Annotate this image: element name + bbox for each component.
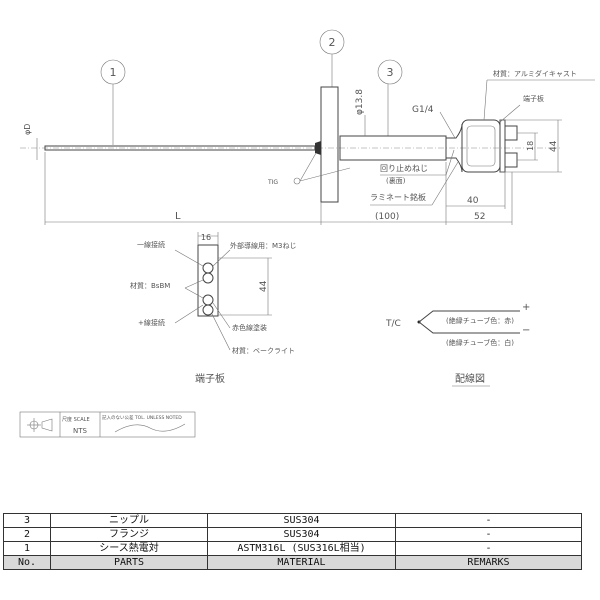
svg-text:L: L bbox=[175, 211, 181, 222]
svg-text:記入のない公差 TOL. UNLESS NOTED: 記入のない公差 TOL. UNLESS NOTED bbox=[102, 414, 182, 421]
svg-text:44: 44 bbox=[549, 140, 559, 152]
svg-text:+線接続: +線接続 bbox=[138, 318, 165, 327]
svg-text:(絶縁チューブ色：赤): (絶縁チューブ色：赤) bbox=[446, 316, 514, 325]
table-row: 3 ニップル SUS304 - bbox=[3, 513, 582, 528]
svg-text:回り止めねじ: 回り止めねじ bbox=[380, 163, 428, 173]
terminal-bottom bbox=[504, 152, 518, 168]
svg-text:−: − bbox=[522, 325, 530, 336]
cell-part: フランジ bbox=[50, 527, 208, 542]
cell-remarks: - bbox=[395, 541, 582, 556]
svg-text:材質：BsBM: 材質：BsBM bbox=[130, 281, 170, 290]
terminal-top bbox=[504, 125, 518, 141]
svg-text:φ13.8: φ13.8 bbox=[355, 89, 365, 115]
cell-no: 2 bbox=[3, 527, 51, 542]
cell-part: ニップル bbox=[50, 513, 208, 528]
svg-text:T/C: T/C bbox=[385, 319, 401, 329]
balloon-2: 2 bbox=[319, 29, 345, 87]
balloon-1: 1 bbox=[100, 59, 126, 145]
svg-text:(裏面): (裏面) bbox=[386, 176, 406, 185]
svg-text:1: 1 bbox=[110, 66, 117, 79]
svg-text:G1/4: G1/4 bbox=[412, 105, 434, 115]
svg-text:一線接続: 一線接続 bbox=[137, 240, 165, 249]
cell-remarks: - bbox=[395, 527, 582, 542]
title-block: 尺度 SCALE NTS 記入のない公差 TOL. UNLESS NOTED bbox=[19, 411, 196, 438]
svg-text:NTS: NTS bbox=[73, 427, 88, 435]
wiring-diagram: T/C + (絶縁チューブ色：赤) − (絶縁チューブ色：白) 配線図 bbox=[385, 302, 530, 387]
svg-text:44: 44 bbox=[259, 280, 269, 292]
svg-text:配線図: 配線図 bbox=[455, 372, 485, 385]
svg-text:赤色線塗装: 赤色線塗装 bbox=[232, 323, 267, 332]
svg-text:尺度 SCALE: 尺度 SCALE bbox=[62, 416, 90, 423]
svg-text:+: + bbox=[522, 302, 530, 313]
header-parts: PARTS bbox=[50, 555, 208, 570]
header-remarks: REMARKS bbox=[395, 555, 582, 570]
parts-table: 3 ニップル SUS304 - 2 フランジ SUS304 - 1 シース熱電対… bbox=[3, 513, 582, 570]
cell-material: ASTM316L (SUS316L相当) bbox=[207, 541, 396, 556]
cell-remarks: - bbox=[395, 513, 582, 528]
table-header: No. PARTS MATERIAL REMARKS bbox=[3, 555, 582, 570]
header-material: MATERIAL bbox=[207, 555, 396, 570]
svg-text:(絶縁チューブ色：白): (絶縁チューブ色：白) bbox=[446, 338, 514, 347]
main-view: φD L TIG φ13.8 G1/4 材質：アルミダイキャスト 端子板 回り止… bbox=[20, 69, 595, 225]
cell-no: 1 bbox=[3, 541, 51, 556]
svg-text:40: 40 bbox=[467, 196, 479, 206]
projection-symbol-icon bbox=[27, 418, 53, 432]
svg-text:52: 52 bbox=[474, 212, 485, 222]
svg-text:2: 2 bbox=[329, 36, 336, 49]
svg-text:材質：ベークライト: 材質：ベークライト bbox=[232, 346, 295, 355]
svg-text:(100): (100) bbox=[375, 212, 399, 222]
cell-part: シース熱電対 bbox=[50, 541, 208, 556]
svg-text:18: 18 bbox=[526, 141, 535, 151]
cell-no: 3 bbox=[3, 513, 51, 528]
terminal-board-view: 16 44 一線接続 外部導線用：M3ねじ 材質：BsBM +線接続 赤色線塗装… bbox=[130, 232, 297, 385]
svg-text:外部導線用：M3ねじ: 外部導線用：M3ねじ bbox=[230, 241, 297, 250]
nipple bbox=[339, 135, 447, 161]
flange bbox=[320, 86, 339, 203]
svg-text:φD: φD bbox=[23, 124, 32, 135]
svg-text:TIG: TIG bbox=[267, 179, 278, 186]
svg-text:3: 3 bbox=[387, 66, 394, 79]
svg-text:端子板: 端子板 bbox=[523, 94, 544, 103]
balloon-3: 3 bbox=[377, 59, 403, 136]
cell-material: SUS304 bbox=[207, 513, 396, 528]
header-no: No. bbox=[3, 555, 51, 570]
svg-text:材質：アルミダイキャスト: 材質：アルミダイキャスト bbox=[493, 69, 577, 78]
table-row: 1 シース熱電対 ASTM316L (SUS316L相当) - bbox=[3, 541, 582, 556]
svg-text:ラミネート銘板: ラミネート銘板 bbox=[370, 192, 426, 202]
cell-material: SUS304 bbox=[207, 527, 396, 542]
svg-text:端子板: 端子板 bbox=[195, 372, 225, 385]
svg-text:16: 16 bbox=[201, 233, 211, 242]
table-row: 2 フランジ SUS304 - bbox=[3, 527, 582, 542]
